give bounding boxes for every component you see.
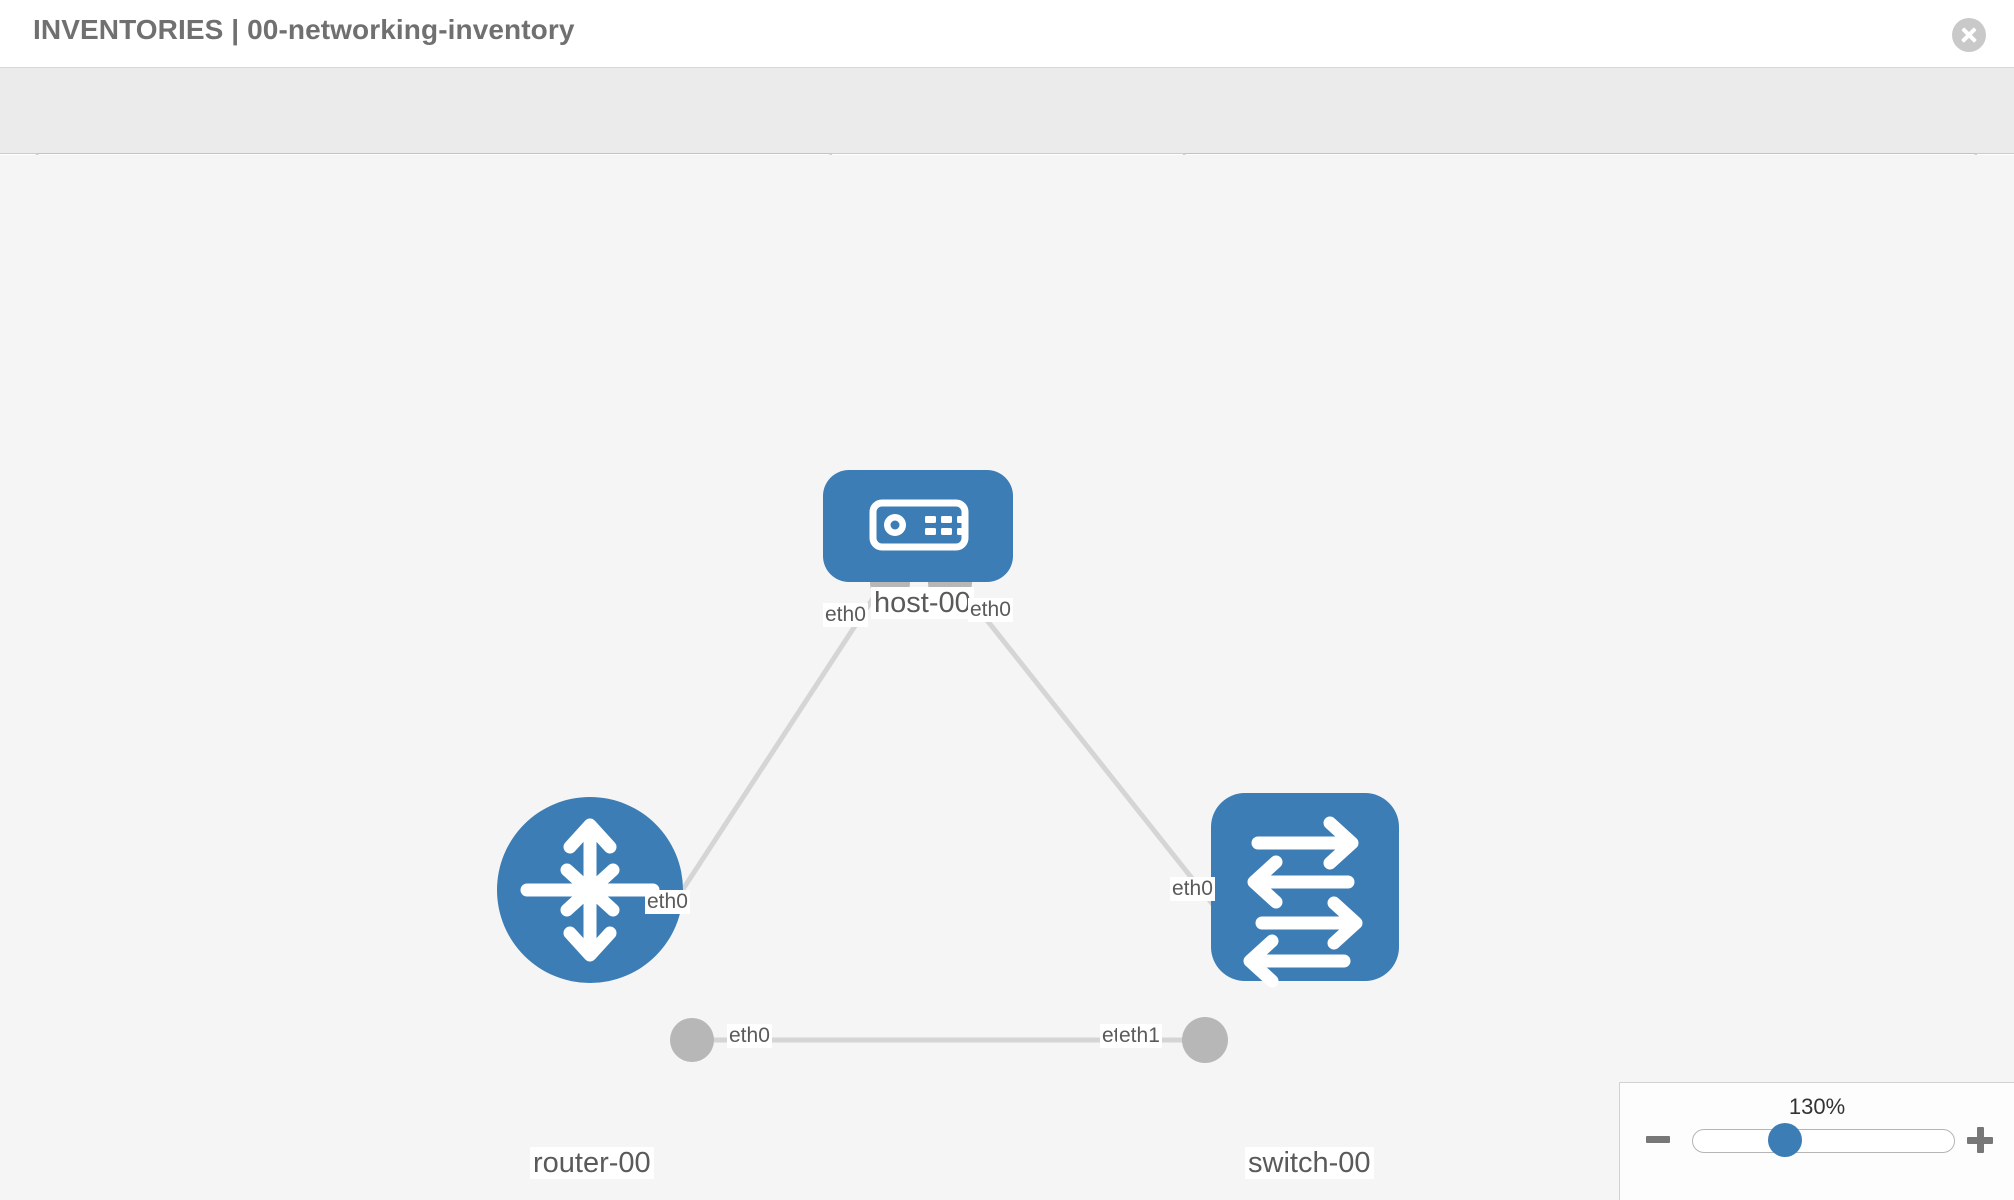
page-header: INVENTORIES | 00-networking-inventory	[0, 0, 2014, 68]
topology-links	[637, 578, 1247, 1043]
page-title: INVENTORIES | 00-networking-inventory	[33, 14, 575, 45]
switch-arrows-icon	[1243, 816, 1363, 988]
node-host-00[interactable]	[823, 470, 1013, 582]
topology-canvas[interactable]: host-00 router-00 switch-00 eth0 eth0 et…	[0, 155, 2014, 1200]
interface-label-switch-router-eth1: eth1	[1117, 1024, 1162, 1049]
host-led-grid	[925, 516, 968, 535]
interface-label-switch-host-eth0: eth0	[1170, 877, 1215, 902]
stub-switch-west	[1182, 1017, 1228, 1063]
interface-label-router-host-eth0: eth0	[645, 890, 690, 915]
zoom-in-button[interactable]	[1967, 1127, 1993, 1153]
stub-router-east	[670, 1018, 714, 1062]
node-switch-00[interactable]	[1211, 793, 1399, 988]
router-arrows-icon	[520, 818, 660, 962]
interface-label-host-switch-eth0: eth0	[968, 598, 1013, 623]
zoom-out-button[interactable]	[1646, 1127, 1670, 1151]
zoom-control-panel: 130%	[1619, 1082, 2014, 1200]
zoom-percent-label: 130%	[1788, 1094, 1846, 1119]
close-icon[interactable]	[1952, 18, 1986, 52]
node-label-switch-00: switch-00	[1245, 1147, 1374, 1180]
interface-stubs	[670, 561, 1260, 1063]
node-router-00[interactable]	[497, 797, 683, 983]
topology-graph	[497, 470, 1399, 1063]
interface-label-host-router-eth0: eth0	[823, 603, 868, 628]
toolbar: ACTIONS SEARCH	[0, 68, 2014, 205]
zoom-slider-handle[interactable]	[1768, 1123, 1802, 1157]
zoom-slider-track[interactable]	[1692, 1129, 1955, 1153]
interface-label-router-switch-eth0: eth0	[727, 1024, 772, 1049]
node-label-host-00: host-00	[871, 587, 974, 620]
node-label-router-00: router-00	[530, 1147, 654, 1180]
